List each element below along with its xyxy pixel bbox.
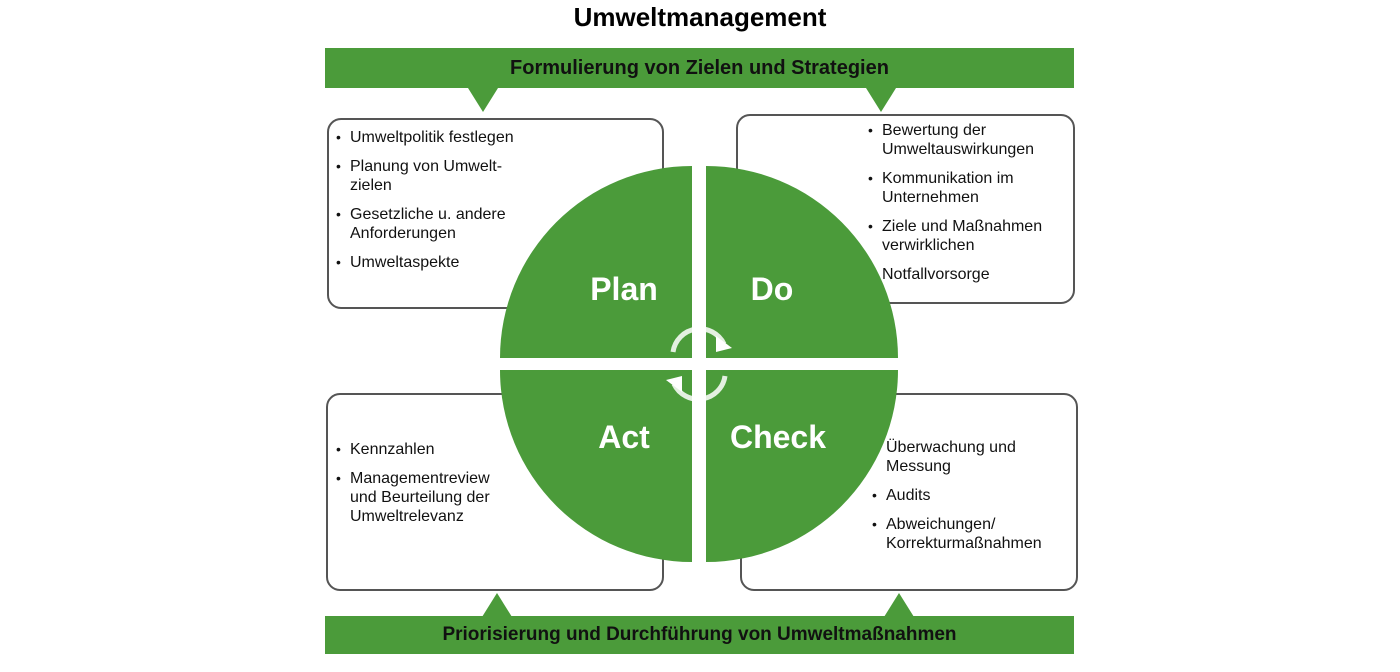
list-item: Umweltpolitik festlegen xyxy=(336,128,526,147)
quadrant-plan xyxy=(500,166,692,358)
check-label: Check xyxy=(730,419,826,455)
list-item: Ziele und Maßnahmen verwirklichen xyxy=(868,217,1070,255)
act-label: Act xyxy=(598,419,650,455)
list-item: Bewertung der Umweltauswirkungen xyxy=(868,121,1070,159)
check-list: Überwachung und Messung Audits Abweichun… xyxy=(860,438,1070,563)
banner-goals-strategies: Formulierung von Zielen und Strategien xyxy=(325,48,1074,88)
quadrant-do xyxy=(706,166,898,358)
list-item: Audits xyxy=(872,486,1070,505)
list-item: Planung von Umwelt- zielen xyxy=(336,157,526,195)
do-list: Bewertung der Umweltauswirkungen Kommuni… xyxy=(856,121,1070,294)
plan-label: Plan xyxy=(590,271,658,307)
list-item: Kennzahlen xyxy=(336,440,506,459)
diagram-title: Umweltmanagement xyxy=(573,2,827,32)
list-item: Gesetzliche u. andere Anforderungen xyxy=(336,205,526,243)
banner-goals-strategies-label: Formulierung von Zielen und Strategien xyxy=(510,56,889,79)
quadrant-act xyxy=(500,370,692,562)
banner-top-pointer-right xyxy=(866,88,896,112)
list-item: Notfallvorsorge xyxy=(882,266,990,283)
list-item: Kommunikation im Unternehmen xyxy=(868,169,1070,207)
list-item: Umweltaspekte xyxy=(336,253,526,272)
banner-top-pointer-left xyxy=(468,88,498,112)
banner-prioritization-label: Priorisierung und Durchführung von Umwel… xyxy=(442,624,957,645)
list-item: Managementreview und Beurteilung der Umw… xyxy=(336,469,506,526)
banner-bottom-pointer-left xyxy=(482,593,512,617)
list-item: Abweichungen/ Korrekturmaßnahmen xyxy=(872,515,1070,553)
quadrant-check xyxy=(706,370,898,562)
do-label: Do xyxy=(751,271,794,307)
circular-arrows-icon xyxy=(666,326,732,402)
banner-bottom-pointer-right xyxy=(884,593,914,617)
banner-prioritization: Priorisierung und Durchführung von Umwel… xyxy=(325,616,1074,654)
plan-list: Umweltpolitik festlegen Planung von Umwe… xyxy=(336,128,526,282)
list-item: Überwachung und Messung xyxy=(886,439,1016,475)
act-list: Kennzahlen Managementreview und Beurteil… xyxy=(336,440,506,536)
